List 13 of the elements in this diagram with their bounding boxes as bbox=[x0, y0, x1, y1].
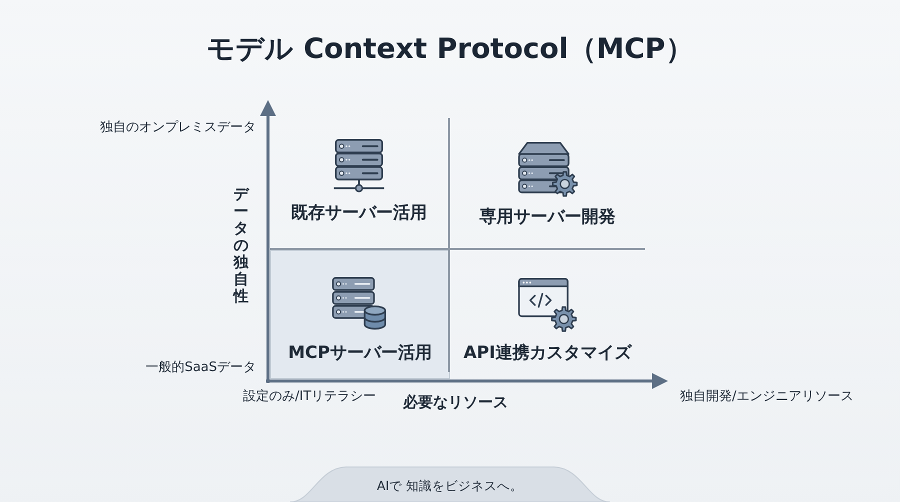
y-axis-bottom-label: 一般的SaaSデータ bbox=[146, 359, 256, 377]
x-axis-start-label: 設定のみ/ITリテラシー bbox=[243, 388, 376, 406]
quadrant-panel bbox=[270, 250, 450, 379]
diagram-title: モデル Context Protocol（MCP） bbox=[206, 31, 694, 67]
quadrant-title: 専用サーバー開発 bbox=[480, 206, 616, 228]
x-axis-end-label: 独自開発/エンジニアリソース bbox=[680, 388, 854, 406]
tagline: AIで 知識をビジネスへ。 bbox=[376, 477, 524, 495]
quadrant-title: API連携カスタマイズ bbox=[464, 342, 632, 364]
y-axis-title: データの独自性 bbox=[233, 186, 249, 305]
x-axis-title: 必要なリソース bbox=[403, 393, 508, 411]
y-axis-top-label: 独自のオンプレミスデータ bbox=[100, 119, 256, 137]
quadrant-title: MCPサーバー活用 bbox=[288, 342, 432, 364]
quadrant-title: 既存サーバー活用 bbox=[291, 202, 427, 224]
